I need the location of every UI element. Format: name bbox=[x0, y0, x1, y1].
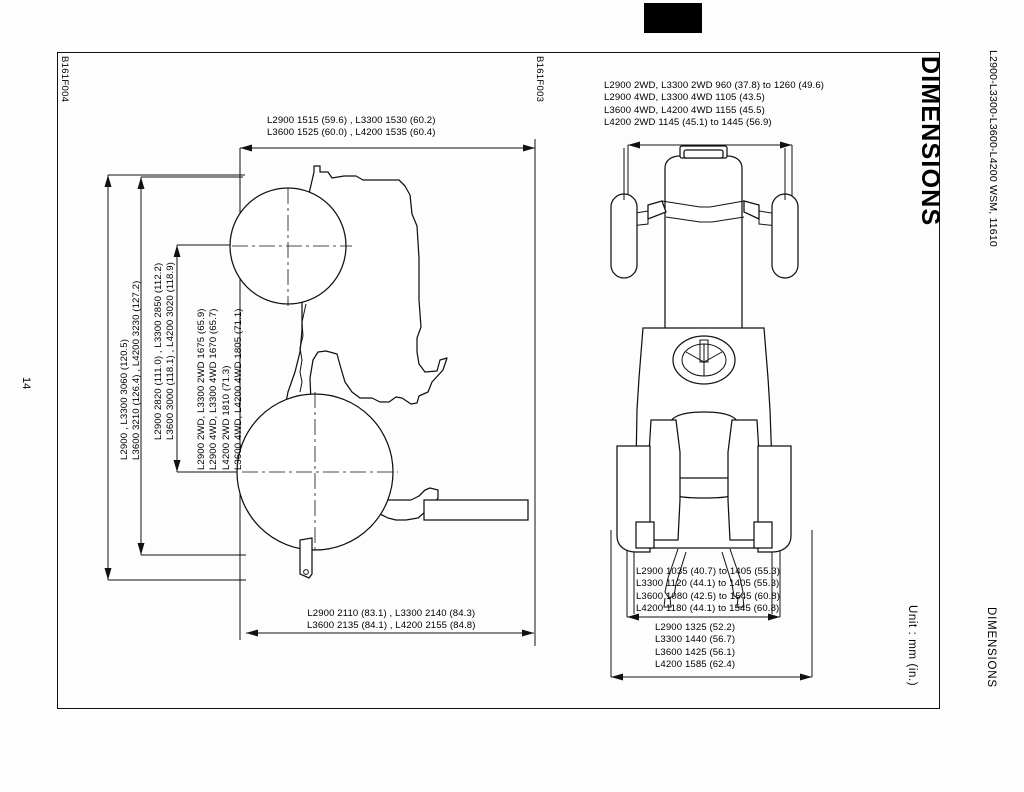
side-top-dim-line2: L3600 1525 (60.0) , L4200 1535 (60.4) bbox=[267, 127, 436, 139]
front-rear-track-line2: L3300 1120 (44.1) to 1405 (55.3) bbox=[636, 578, 780, 590]
side-bottom-dim-line1: L2900 2110 (83.1) , L3300 2140 (84.3) bbox=[307, 608, 476, 619]
front-top-dim-line2: L2900 4WD, L3300 4WD 1105 (43.5) bbox=[604, 92, 765, 104]
side-bottom-dim-line2: L3600 2135 (84.1) , L4200 2155 (84.8) bbox=[307, 620, 476, 632]
rear-track-dimension-line bbox=[626, 548, 781, 621]
front-rear-track-line3: L3600 1080 (42.5) to 1545 (60.8) bbox=[636, 590, 781, 602]
front-rear-track-line4: L4200 1180 (44.1) to 1545 (60.8) bbox=[636, 603, 780, 615]
front-width-line3: L3600 1425 (56.1) bbox=[655, 646, 736, 658]
front-rear-track-line1: L2900 1035 (40.7) to 1405 (55.3) bbox=[636, 566, 781, 577]
front-top-dim-line3: L3600 4WD, L4200 4WD 1155 (45.5) bbox=[604, 104, 765, 116]
front-width-line2: L3300 1440 (56.7) bbox=[655, 634, 736, 646]
front-top-dim-line4: L4200 2WD 1145 (45.1) to 1445 (56.9) bbox=[604, 117, 772, 129]
front-track-dimension-line bbox=[627, 141, 793, 200]
front-top-dim-line1: L2900 2WD, L3300 2WD 960 (37.8) to 1260 … bbox=[604, 80, 825, 91]
side-top-dim-line1: L2900 1515 (59.6) , L3300 1530 (60.2) bbox=[267, 115, 436, 126]
side-vertical-dimension-outer bbox=[104, 174, 246, 581]
front-top-dimension-text: L2900 2WD, L3300 2WD 960 (37.8) to 1260 … bbox=[604, 80, 824, 130]
side-top-dimension-text: L2900 1515 (59.6) , L3300 1530 (60.2) L3… bbox=[267, 115, 436, 140]
front-width-line1: L2900 1325 (52.2) bbox=[655, 622, 736, 633]
front-width-line4: L4200 1585 (62.4) bbox=[655, 659, 736, 671]
front-rear-track-dimension-text: L2900 1035 (40.7) to 1405 (55.3) L3300 1… bbox=[636, 566, 780, 616]
side-top-dimension-line bbox=[239, 139, 536, 646]
overall-width-dimension-line bbox=[610, 530, 813, 681]
tractor-front-silhouette bbox=[610, 145, 799, 614]
scan-artifact-black-bar bbox=[644, 3, 702, 33]
side-vertical-dimension-middle bbox=[137, 176, 246, 556]
side-bottom-dimension-text: L2900 2110 (83.1) , L3300 2140 (84.3) L3… bbox=[307, 608, 476, 633]
front-overall-width-dimension-text: L2900 1325 (52.2) L3300 1440 (56.7) L360… bbox=[655, 622, 735, 672]
page-border-frame bbox=[57, 52, 940, 709]
side-bottom-dimension-line bbox=[246, 629, 534, 637]
tractor-side-silhouette bbox=[229, 165, 529, 579]
